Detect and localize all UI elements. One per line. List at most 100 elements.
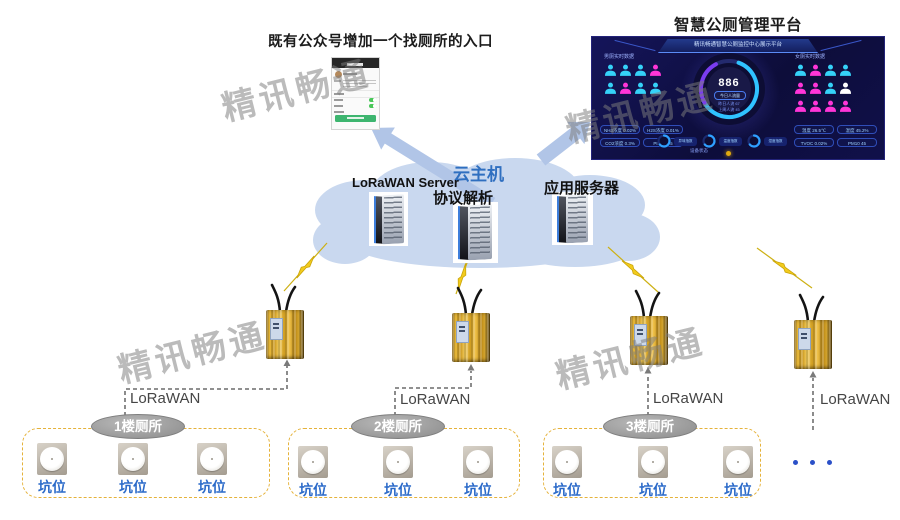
lightning-bolt-1 [283,242,328,292]
person-icon-cyan [634,81,647,95]
connector-arrowheads [283,359,817,378]
people-count-gauge: 886 今日人流量 昨日人流 67 上周人流 45 [691,51,767,127]
lightning-bolt-4 [756,247,813,289]
stat-pill: 温度 26.5℃ [794,125,834,134]
stall-label: 坑位 [119,479,147,495]
person-icon-magenta [839,99,852,113]
person-icon-magenta [619,81,632,95]
avatar [335,71,342,78]
stall-label: 坑位 [299,482,327,498]
mini-gauge-label: 湿度指数 [764,136,787,146]
dashboard-banner: 精讯畅通智慧公厕监控中心展示平台 [658,39,818,53]
platform-title: 智慧公厕管理平台 [674,17,803,34]
lightning-bolt-3 [607,246,659,293]
stat-pill: H2S浓度 0.01% [643,125,683,134]
wechat-entry-note: 既有公众号增加一个找厕所的入口 [268,34,493,50]
arrow-to-wechat [371,127,496,209]
stall-sensor-icon [383,446,413,478]
mini-gauge: 异味指数 [656,133,697,149]
person-icon-cyan [824,63,837,77]
mini-gauge-label: 温度指数 [719,136,742,146]
male-person-grid [604,63,664,99]
status-label: 设备状态 [690,148,708,153]
phone-title-bar [347,63,363,66]
person-icon-cyan [649,81,662,95]
stat-pill: NH3浓度 0.02% [600,125,640,134]
stall-label: 坑位 [639,482,667,498]
gold-indicator-dot [726,151,731,156]
lorawan-link-label-2: LoRaWAN [400,391,471,408]
stall-sensor-icon [37,443,67,475]
person-icon-cyan [604,81,617,95]
lorawan-server-label: LoRaWAN Server [352,175,459,190]
lorawan-gateway-icon-3 [630,289,668,365]
person-icon-cyan [604,63,617,77]
stall-sensor-icon [197,443,227,475]
lorawan-gateway-icon-4 [794,293,832,369]
stall-label: 坑位 [198,479,226,495]
right-section-label: 女厕实时数据 [795,54,826,60]
gauge-line1: 昨日人流 67 [718,101,740,106]
green-button [335,115,376,122]
ellipsis-dot [827,460,832,465]
gauge-label: 今日人流量 [714,91,746,100]
stall-sensor-icon [298,446,328,478]
person-icon-cyan [634,63,647,77]
stall-label: 坑位 [724,482,752,498]
ellipsis-dot [810,460,815,465]
arrow-to-dashboard [536,121,590,166]
gauge-line2: 上周人流 45 [718,107,740,112]
group-badge: 2楼厕所 [351,414,445,439]
person-icon-magenta [794,99,807,113]
dashboard-screenshot: 精讯畅通智慧公厕监控中心展示平台 男厕实时数据 女厕实时数据 886 今日人流量… [591,36,885,160]
person-icon-cyan [839,63,852,77]
stall-label: 坑位 [38,479,66,495]
stall-sensor-icon [552,446,582,478]
stat-pill: PM10 45 [837,138,877,147]
lorawan-link-label-3: LoRaWAN [653,390,724,407]
person-icon-cyan [824,81,837,95]
gauge-value: 886 [718,77,740,89]
stat-pill: 湿度 45.2% [837,125,877,134]
person-icon-magenta [809,63,822,77]
female-person-grid [794,63,854,117]
server-icon-lorawan [369,192,408,246]
ellipsis-dot [793,460,798,465]
group-badge: 1楼厕所 [91,414,185,439]
person-icon-magenta [794,81,807,95]
stall-sensor-icon [463,446,493,478]
server-icon-app [552,192,593,245]
person-icon-white [839,81,852,95]
server-icon-protocol [453,202,498,263]
mini-gauge: 温度指数 [701,133,742,149]
stall-sensor-icon [118,443,148,475]
group-badge: 3楼厕所 [603,414,697,439]
left-section-label: 男厕实时数据 [604,54,635,60]
person-icon-magenta [824,99,837,113]
stall-label: 坑位 [384,482,412,498]
toggle-on [369,97,377,102]
lorawan-link-label-1: LoRaWAN [130,390,201,407]
person-icon-cyan [619,63,632,77]
person-icon-magenta [809,81,822,95]
lorawan-gateway-icon-2 [452,286,490,362]
stall-label: 坑位 [553,482,581,498]
mini-gauge-label: 异味指数 [674,136,697,146]
stall-sensor-icon [723,446,753,478]
person-icon-magenta [809,99,822,113]
protocol-parse-label: 协议解析 [433,190,494,207]
lorawan-connectors [124,366,814,430]
stall-label: 坑位 [464,482,492,498]
stat-pill: TVOC 0.02% [794,138,834,147]
cloud-host-label: 云主机 [453,165,504,184]
stall-sensor-icon [638,446,668,478]
stat-pill: CO2浓度 0.3% [600,138,640,147]
person-icon-magenta [649,63,662,77]
mini-gauge: 湿度指数 [746,133,787,149]
person-icon-cyan [794,63,807,77]
lorawan-link-label-4: LoRaWAN [820,391,891,408]
mini-gauges: 异味指数 温度指数 湿度指数 [656,133,787,149]
app-server-label: 应用服务器 [544,180,620,197]
